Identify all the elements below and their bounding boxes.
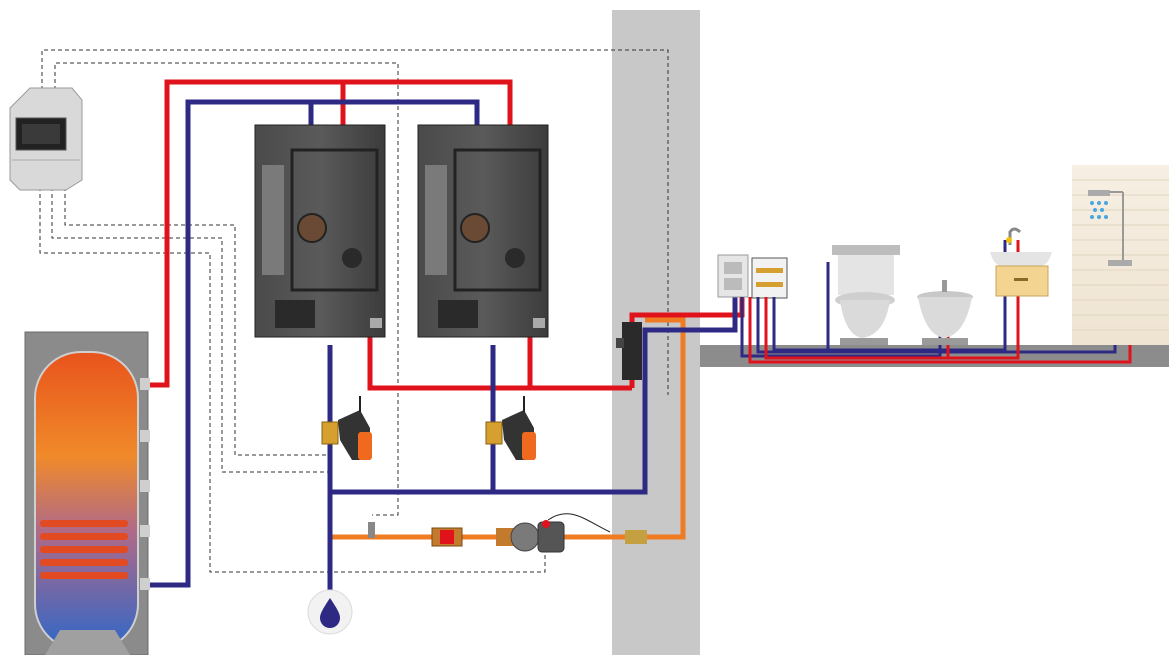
fresh-water-station-1 — [255, 125, 385, 337]
cold-water-inlet — [308, 590, 352, 634]
controller — [10, 88, 82, 190]
check-valve — [432, 528, 462, 546]
pipe-union — [625, 530, 647, 544]
storage-tank — [25, 332, 150, 655]
circulation-pump — [496, 514, 610, 552]
meter-box — [718, 255, 748, 297]
fresh-water-station-2 — [418, 125, 548, 337]
washbasin — [990, 229, 1052, 296]
temperature-sensor — [368, 522, 375, 538]
manifold — [752, 258, 787, 298]
toilet — [832, 245, 900, 345]
bidet — [917, 280, 973, 345]
